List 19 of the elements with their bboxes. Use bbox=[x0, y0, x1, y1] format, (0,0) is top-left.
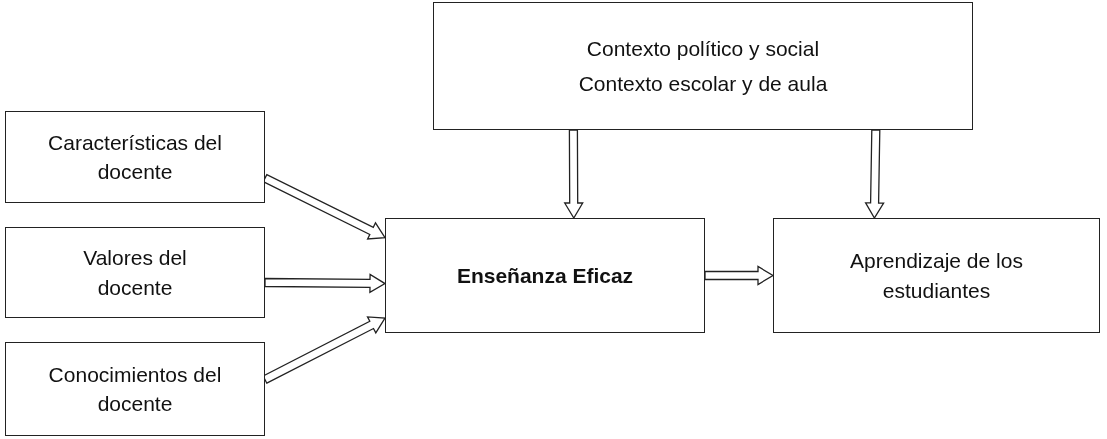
box-label: Contexto político y social bbox=[586, 35, 820, 62]
text-box bbox=[433, 2, 973, 130]
text-box bbox=[773, 218, 1100, 333]
box-label: Enseñanza Eficaz bbox=[456, 262, 634, 289]
hollow-arrow bbox=[264, 273, 387, 294]
box-label: Contexto escolar y de aula bbox=[578, 71, 828, 97]
hollow-arrow bbox=[262, 316, 387, 385]
text-box bbox=[5, 111, 265, 203]
box-label: Características del docente bbox=[47, 129, 223, 185]
text-box bbox=[5, 342, 265, 436]
text-box bbox=[385, 218, 705, 333]
text-box bbox=[5, 227, 265, 318]
box-label: Conocimientos del docente bbox=[47, 361, 223, 417]
hollow-arrow bbox=[563, 129, 584, 220]
box-label: Aprendizaje de los estudiantes bbox=[849, 248, 1024, 304]
hollow-arrow bbox=[262, 173, 387, 240]
hollow-arrow bbox=[704, 265, 775, 286]
hollow-arrow bbox=[864, 129, 885, 220]
box-label: Valores del docente bbox=[82, 245, 188, 301]
